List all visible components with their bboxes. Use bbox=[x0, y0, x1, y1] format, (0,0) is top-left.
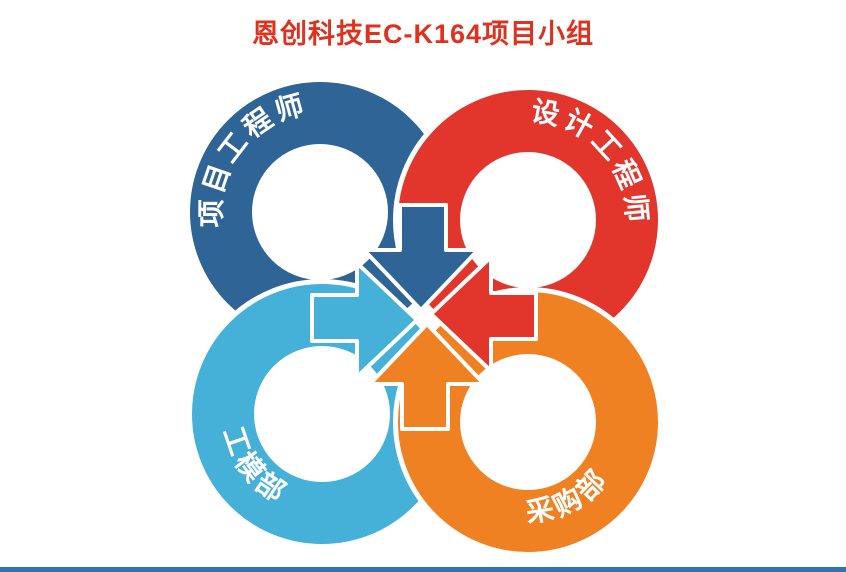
arrow-design-engineer bbox=[429, 255, 538, 373]
footer-accent-bar bbox=[0, 567, 846, 572]
arrow-tooling-dept bbox=[310, 261, 419, 379]
page-title: 恩创科技EC-K164项目小组 bbox=[251, 19, 595, 49]
arrow-purchasing-dept bbox=[368, 322, 486, 431]
center-arrows bbox=[310, 203, 538, 431]
arrow-project-engineer bbox=[362, 203, 480, 312]
